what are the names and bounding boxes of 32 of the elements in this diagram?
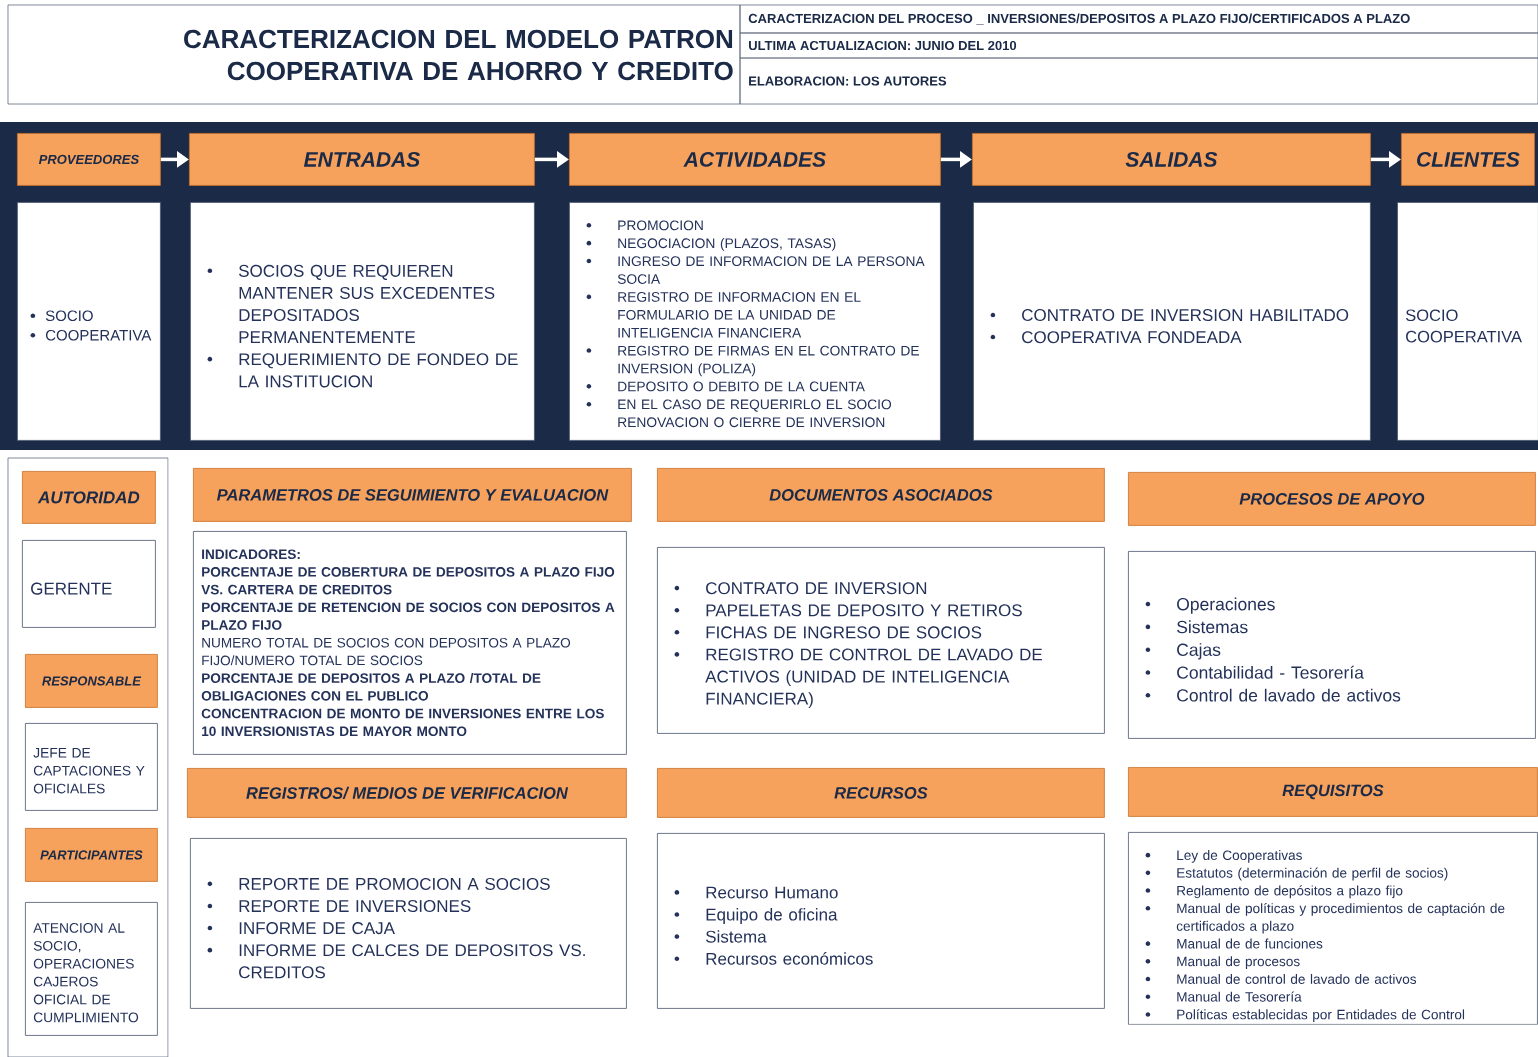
text-box: CONTRATO DE INVERSION PAPELETAS DE DEPOSITO Y RETIROS FICHAS DE INGRESO DE SOCIOS REGISTRO DE CONTROL DE LAVADO DE ACTIVOS (UNIDAD DE INTELIGENCIA FINANCIERA) [657,547,1105,734]
text-box: SOCIO COOPERATIVA [1397,202,1538,441]
header-box: ENTRADAS [189,133,535,186]
text-box: CONTRATO DE INVERSION HABILITADO COOPERATIVA FONDEADA [973,202,1371,441]
header-box: RESPONSABLE [25,654,158,708]
header-box: AUTORIDAD [22,471,156,524]
header-box: REGISTROS/ MEDIOS DE VERIFICACION [187,768,627,818]
info-cell: ULTIMA ACTUALIZACION: JUNIO DEL 2010 [739,32,1538,59]
text-box: ATENCION AL SOCIO, OPERACIONES CAJEROS OFICIAL DE CUMPLIMIENTO [25,902,158,1036]
title-box: CARACTERIZACION DEL MODELO PATRON COOPERATIVA DE AHORRO Y CREDITO [7,4,741,105]
text-box: PROMOCION NEGOCIACION (PLAZOS, TASAS) INGRESO DE INFORMACION DE LA PERSONA SOCIA REGISTRO DE INFORMACION EN EL FORMULARIO DE LA UNIDAD DE INTELIGENCIA FINANCIERA REGISTRO DE FIRMAS EN EL CONTRATO DE INVERSION (POLIZA) DEPOSITO O DEBITO DE LA CUENTA EN EL CASO DE REQUERIRLO EL SOCIO RENOVACION O CIERRE DE INVERSION [569,202,941,441]
header-box: SALIDAS [972,133,1371,186]
text-box: Operaciones Sistemas Cajas Contabilidad - Tesorería Control de lavado de activos [1128,551,1536,739]
header-box: DOCUMENTOS ASOCIADOS [657,468,1105,522]
text-box: Recurso Humano Equipo de oficina Sistema Recursos económicos [657,833,1105,1009]
text-box: SOCIOS QUE REQUIEREN MANTENER SUS EXCEDENTES DEPOSITADOS PERMANENTEMENTE REQUERIMIENTO DE FONDEO DE LA INSTITUCION [190,202,535,441]
text-box: GERENTE [22,540,156,628]
header-box: ACTIVIDADES [569,133,941,186]
header-box: PARAMETROS DE SEGUIMIENTO Y EVALUACION [193,468,632,522]
text-box: Ley de Cooperativas Estatutos (determinación de perfil de socios) Reglamento de depósitos a plazo fijo Manual de políticas y procedimientos de captación de certificados a plazo Manual de de funciones Manual de procesos Manual de control de lavado de activos Manual de Tesorería Políticas establecidas por Entidades de Control [1128,832,1538,1025]
header-box: RECURSOS [657,768,1105,818]
header-box: PROCESOS DE APOYO [1128,472,1536,526]
text-box: INDICADORES: PORCENTAJE DE COBERTURA DE DEPOSITOS A PLAZO FIJO VS. CARTERA DE CREDITOS PORCENTAJE DE RETENCION DE SOCIOS CON DEPOSITOS A PLAZO FIJO NUMERO TOTAL DE SOCIOS CON DEPOSITOS A PLAZO FIJO/NUMERO TOTAL DE SOCIOS PORCENTAJE DE DEPOSITOS A PLAZO /TOTAL DE OBLIGACIONES CON EL PUBLICO CONCENTRACION DE MONTO DE INVERSIONES ENTRE LOS 10 INVERSIONISTAS DE MAYOR MONTO [193,531,627,755]
header-box: PROVEEDORES [17,133,161,186]
text-box: REPORTE DE PROMOCION A SOCIOS REPORTE DE INVERSIONES INFORME DE CAJA INFORME DE CALCES DE DEPOSITOS VS. CREDITOS [190,838,627,1009]
header-box: CLIENTES [1401,133,1535,186]
header-box: PARTICIPANTES [25,828,158,882]
info-cell: ELABORACION: LOS AUTORES [739,57,1538,105]
text-box: JEFE DE CAPTACIONES Y OFICIALES [25,723,158,811]
header-box: REQUISITOS [1128,767,1538,817]
text-box: SOCIO COOPERATIVA [17,202,161,441]
info-cell: CARACTERIZACION DEL PROCESO _ INVERSIONES/DEPOSITOS A PLAZO FIJO/CERTIFICADOS A PLAZO [739,4,1538,34]
